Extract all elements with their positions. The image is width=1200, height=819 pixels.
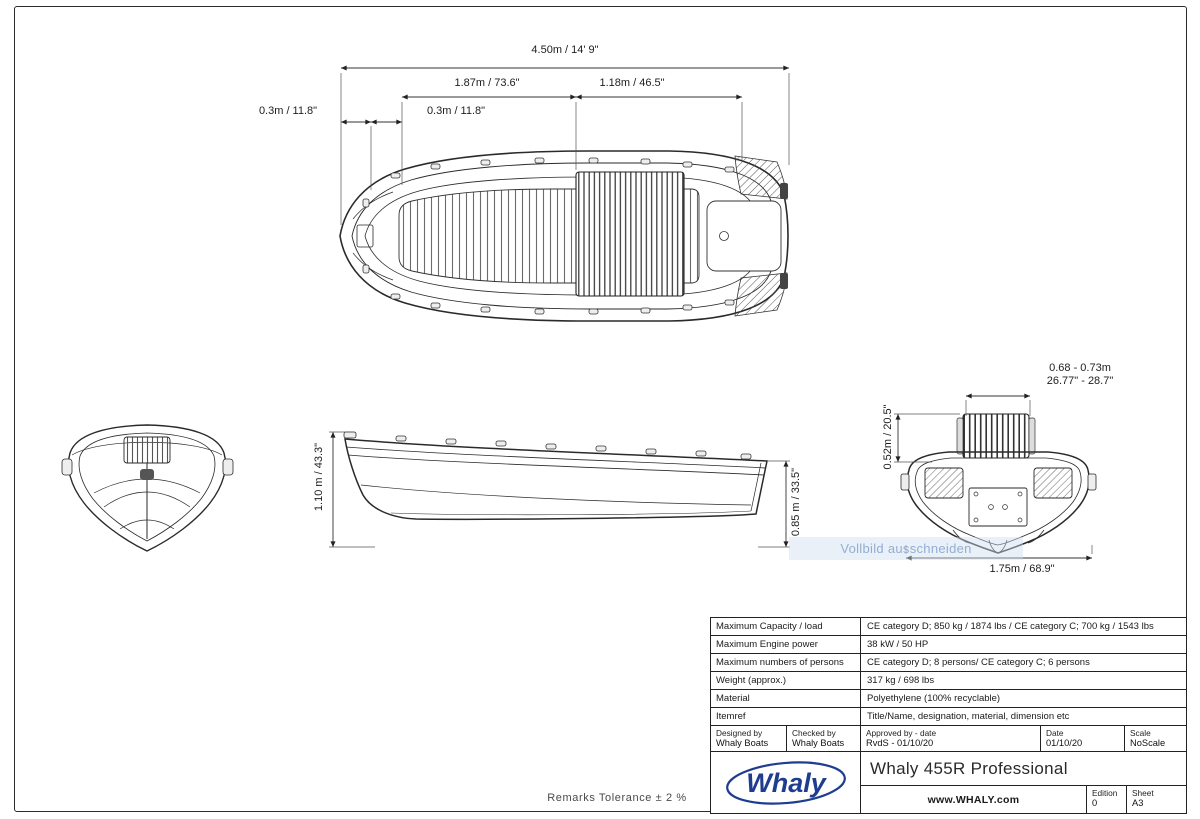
spec-value: Title/Name, designation, material, dimen…	[867, 711, 1070, 722]
spec-label: Material	[711, 690, 861, 707]
hull-profile	[344, 438, 768, 521]
rear-view-drawing	[900, 413, 1097, 554]
remarks-label: Remarks Tolerance ± 2 %	[547, 792, 687, 804]
dim-beam-label: 1.75m / 68.9"	[989, 563, 1055, 575]
stern-pad-bottom	[734, 272, 788, 317]
side-view-drawing	[343, 431, 768, 521]
dim-engine-well-metric: 0.68 - 0.73m	[1049, 362, 1111, 374]
spec-label: Itemref	[711, 708, 861, 725]
top-view-drawing	[339, 150, 789, 322]
seat-left	[924, 467, 964, 499]
logo-text: Whaly	[746, 768, 827, 798]
spec-value: Polyethylene (100% recyclable)	[867, 693, 1001, 704]
table-row: Itemref Title/Name, designation, material…	[711, 708, 1186, 726]
table-row: Maximum Engine power 38 kW / 50 HP	[711, 636, 1186, 654]
dim-engine-well-imperial: 26.77" - 28.7"	[1046, 375, 1114, 387]
front-view-drawing	[61, 424, 234, 552]
transom-plate	[968, 487, 1028, 527]
table-row: Maximum numbers of persons CE category D;…	[711, 654, 1186, 672]
dim-mid-length-label: 1.87m / 73.6"	[454, 77, 520, 89]
dim-engine-well-label: 0.68 - 0.73m 26.77" - 28.7"	[1047, 362, 1114, 388]
dim-aft-length-label: 1.18m / 46.5"	[599, 77, 665, 89]
table-row: Weight (approx.) 317 kg / 698 lbs	[711, 672, 1186, 690]
spec-value: 317 kg / 698 lbs	[867, 675, 935, 686]
center-console	[575, 171, 685, 297]
dim-overall-length-label: 4.50m / 14' 9"	[531, 44, 599, 56]
seat-right	[1033, 467, 1073, 499]
crop-fullscreen-button[interactable]: Vollbild ausschneiden	[789, 537, 1023, 560]
hull-outline	[339, 150, 789, 322]
bow-eye	[140, 469, 154, 480]
cleats	[395, 435, 752, 460]
stern-fittings	[780, 183, 788, 289]
stern-outline	[906, 451, 1090, 554]
spec-value: 38 kW / 50 HP	[867, 639, 929, 650]
table-row: Maximum Capacity / load CE category D; 85…	[711, 618, 1186, 636]
spec-label: Weight (approx.)	[711, 672, 861, 689]
whaly-logo: Whaly	[711, 752, 861, 813]
stern-pad-top	[734, 155, 788, 200]
dim-bow-offset-right-label: 0.3m / 11.8"	[426, 105, 486, 117]
dim-bow-height-label: 1.10 m / 43.3"	[313, 442, 325, 512]
spec-label: Maximum Capacity / load	[711, 618, 861, 635]
dim-stern-height-label: 0.85 m / 33.5"	[790, 467, 802, 537]
spec-value: CE category D; 8 persons/ CE category C;…	[867, 657, 1090, 668]
spec-table: Maximum Capacity / load CE category D; 85…	[710, 617, 1187, 814]
spec-label: Maximum Engine power	[711, 636, 861, 653]
drawing-border	[14, 6, 1187, 812]
spec-label: Maximum numbers of persons	[711, 654, 861, 671]
cleats	[362, 157, 735, 315]
bow-outline	[67, 424, 227, 552]
dim-bow-offset-left-label: 0.3m / 11.8"	[258, 105, 318, 117]
motor-well	[706, 200, 782, 272]
table-row: Material Polyethylene (100% recyclable)	[711, 690, 1186, 708]
spec-value: CE category D; 850 kg / 1874 lbs / CE ca…	[867, 621, 1154, 632]
website: www.WHALY.com	[861, 786, 1087, 813]
engine-mount	[956, 413, 1036, 459]
dim-transom-height-label: 0.52m / 20.5"	[882, 404, 894, 470]
product-title: Whaly 455R Professional	[861, 752, 1186, 786]
bow-locker	[356, 224, 374, 248]
